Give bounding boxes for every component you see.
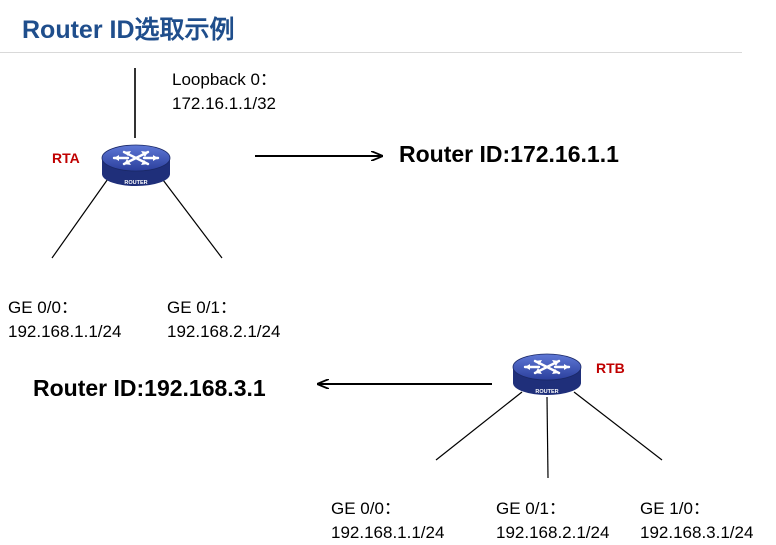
rta-ge01-link bbox=[159, 175, 223, 259]
rtb-ge00-ip: 192.168.1.1/24 bbox=[331, 523, 445, 542]
rta-ge00-name: GE 0/0： bbox=[8, 298, 78, 317]
rtb-ge10-ip: 192.168.3.1/24 bbox=[640, 523, 754, 542]
rta-ge00-link bbox=[51, 175, 111, 259]
rtb-icon-label: ROUTER bbox=[535, 389, 558, 395]
rtb-ge01-link bbox=[546, 396, 549, 479]
rta-ge00-label: GE 0/0： 192.168.1.1/24 bbox=[8, 296, 121, 344]
rta-loopback-label: Loopback 0： 172.16.1.1/32 bbox=[172, 68, 277, 116]
rta-loopback-name: Loopback 0： bbox=[172, 70, 277, 89]
rtb-ge00-name: GE 0/0： bbox=[331, 499, 401, 518]
rtb-router-icon: ROUTER bbox=[512, 353, 582, 395]
rtb-ge01-label: GE 0/1： 192.168.2.1/24 bbox=[496, 497, 609, 545]
page-title: Router ID选取示例 bbox=[22, 16, 235, 44]
rta-icon-label: ROUTER bbox=[124, 180, 147, 186]
rtb-ge10-name: GE 1/0： bbox=[640, 499, 710, 518]
rta-ge01-label: GE 0/1： 192.168.2.1/24 bbox=[167, 296, 280, 344]
rta-name: RTA bbox=[52, 150, 80, 166]
rta-ge00-ip: 192.168.1.1/24 bbox=[8, 322, 122, 341]
rtb-ge10-link bbox=[573, 391, 663, 461]
rtb-ge00-link bbox=[435, 391, 523, 461]
rta-router-icon: ROUTER bbox=[101, 144, 171, 186]
rtb-ge10-label: GE 1/0： 192.168.3.1/24 bbox=[640, 497, 753, 545]
rtb-ge01-name: GE 0/1： bbox=[496, 499, 566, 518]
title-divider bbox=[0, 52, 742, 53]
rtb-name: RTB bbox=[596, 360, 625, 376]
rta-loopback-ip: 172.16.1.1/32 bbox=[172, 94, 276, 113]
rtb-router-id: Router ID:192.168.3.1 bbox=[33, 375, 266, 401]
rta-ge01-name: GE 0/1： bbox=[167, 298, 237, 317]
rta-ge01-ip: 192.168.2.1/24 bbox=[167, 322, 281, 341]
rta-router-id: Router ID:172.16.1.1 bbox=[399, 141, 619, 167]
rtb-ge01-ip: 192.168.2.1/24 bbox=[496, 523, 610, 542]
rtb-ge00-label: GE 0/0： 192.168.1.1/24 bbox=[331, 497, 444, 545]
